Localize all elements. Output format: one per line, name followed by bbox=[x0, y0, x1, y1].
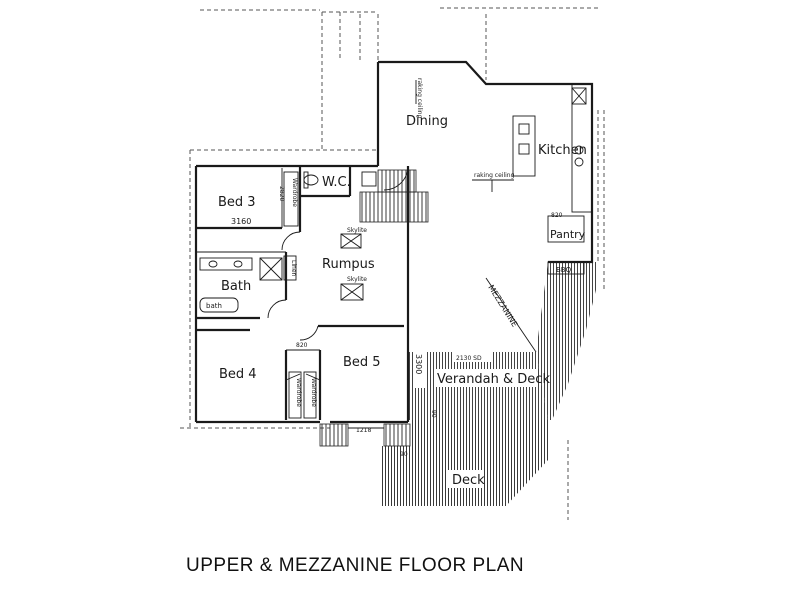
dim-deck-90a: 90 bbox=[430, 410, 437, 418]
linen-cupboard bbox=[283, 255, 297, 281]
room-label-bed5: Bed 5 bbox=[343, 355, 381, 370]
bath-tub-label: bath bbox=[206, 302, 222, 310]
room-label-rumpus: Rumpus bbox=[322, 257, 375, 272]
dim-bed3-depth: 2820 bbox=[278, 186, 285, 201]
dim-verandah-2130: 2130 SD bbox=[456, 355, 482, 362]
wardrobe-bed3 bbox=[283, 171, 299, 227]
dim-stair: 1218 bbox=[356, 427, 371, 434]
wardrobe-bed5 bbox=[303, 371, 317, 419]
wardrobe-label-bed3: Wardrobe bbox=[291, 178, 298, 207]
pantry-box bbox=[547, 215, 585, 243]
plan-title: UPPER & MEZZANINE FLOOR PLAN bbox=[186, 555, 525, 576]
room-label-dining: Dining bbox=[406, 114, 448, 129]
room-label-kitchen: Kitchen bbox=[538, 143, 587, 158]
room-label-bath: Bath bbox=[221, 279, 251, 294]
room-label-bbq: BBQ bbox=[556, 266, 572, 274]
verandah-deck-hatch-right bbox=[536, 262, 596, 420]
raking-ceiling-label-vertical: raking ceiling bbox=[416, 78, 423, 119]
kitchen-bench bbox=[571, 83, 593, 213]
dim-hall: 820 bbox=[296, 342, 308, 349]
dim-deck-90b: 90 bbox=[400, 451, 408, 458]
kitchen-island bbox=[512, 115, 536, 177]
skylite-icon bbox=[340, 283, 364, 301]
wardrobe-bed4 bbox=[288, 371, 302, 419]
raking-ceiling-label: raking ceiling bbox=[474, 172, 515, 179]
toilet-icon bbox=[303, 174, 319, 186]
dim-pantry: 820 bbox=[551, 212, 563, 219]
stair-lower bbox=[319, 423, 411, 447]
dim-verandah-depth: 3300 bbox=[414, 354, 423, 374]
skylite-label-2: Skylite bbox=[347, 276, 367, 283]
bath-tub-icon bbox=[199, 297, 239, 313]
bbq-box bbox=[547, 261, 585, 275]
room-label-bed4: Bed 4 bbox=[219, 367, 257, 382]
stair-wc bbox=[359, 169, 429, 223]
dim-bed3-width: 3160 bbox=[231, 217, 251, 226]
room-label-pantry: Pantry bbox=[550, 228, 586, 241]
walls bbox=[194, 60, 594, 424]
room-label-wc: W.C. bbox=[322, 175, 351, 190]
mezzanine-label: MEZZANINE bbox=[486, 283, 519, 328]
vanity-icon bbox=[199, 257, 253, 271]
mezzanine-edge bbox=[485, 277, 537, 353]
skylite-icon bbox=[340, 233, 362, 249]
shower-icon bbox=[259, 257, 283, 281]
room-label-bed3: Bed 3 bbox=[218, 195, 256, 210]
room-label-deck: Deck bbox=[452, 473, 485, 488]
linen-label: Linen bbox=[290, 260, 297, 277]
deck-hatch bbox=[380, 420, 548, 506]
wardrobe-label-bed5: Wardrobe bbox=[310, 378, 317, 407]
wc-basin-icon bbox=[361, 171, 377, 187]
room-label-verandah: Verandah & Deck bbox=[437, 372, 550, 387]
wardrobe-label-bed4: Wardrobe bbox=[295, 378, 302, 407]
ground-floor-outline bbox=[180, 7, 605, 520]
skylite-label-1: Skylite bbox=[347, 227, 367, 234]
